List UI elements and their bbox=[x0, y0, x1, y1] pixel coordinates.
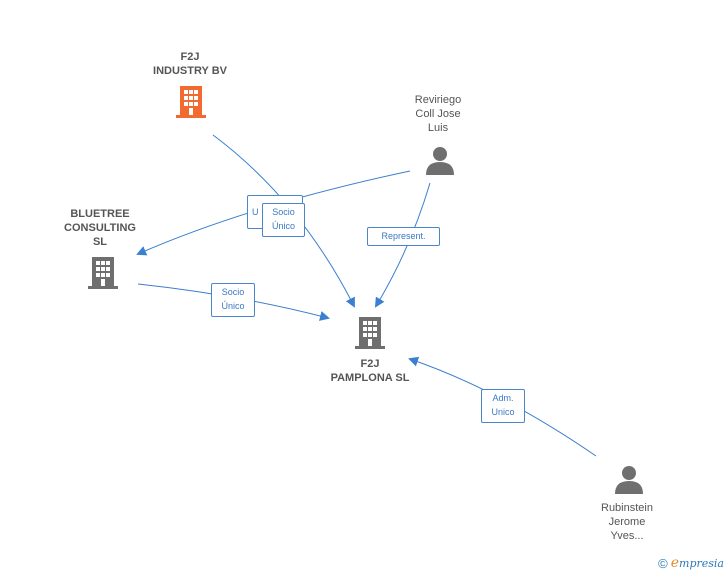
person-icon[interactable] bbox=[615, 466, 643, 494]
edge-reviriego-to-pamplona bbox=[374, 182, 431, 308]
building-icon[interactable] bbox=[88, 257, 118, 289]
edge-label-socio-unico: Socio Único bbox=[262, 203, 305, 237]
copyright-icon: © bbox=[658, 555, 668, 571]
edge-label-socio-unico: Socio Único bbox=[211, 283, 255, 317]
node-label-bluetree[interactable]: BLUETREE CONSULTING SL bbox=[64, 208, 136, 248]
person-icon[interactable] bbox=[426, 147, 454, 175]
node-label-f2j-industry[interactable]: F2J INDUSTRY BV bbox=[153, 51, 227, 77]
node-label-reviriego[interactable]: Reviriego Coll Jose Luis bbox=[414, 94, 462, 134]
edge-label-adm-unico: Adm. Unico bbox=[481, 389, 525, 423]
node-label-f2j-pamplona[interactable]: F2J PAMPLONA SL bbox=[330, 358, 410, 384]
building-icon[interactable] bbox=[176, 86, 206, 118]
node-label-rubinstein[interactable]: Rubinstein Jerome Yves... bbox=[601, 502, 653, 542]
empresia-watermark: © empresia bbox=[658, 555, 724, 571]
building-icon[interactable] bbox=[355, 317, 385, 349]
edge-label-represent: Represent. bbox=[367, 227, 440, 246]
